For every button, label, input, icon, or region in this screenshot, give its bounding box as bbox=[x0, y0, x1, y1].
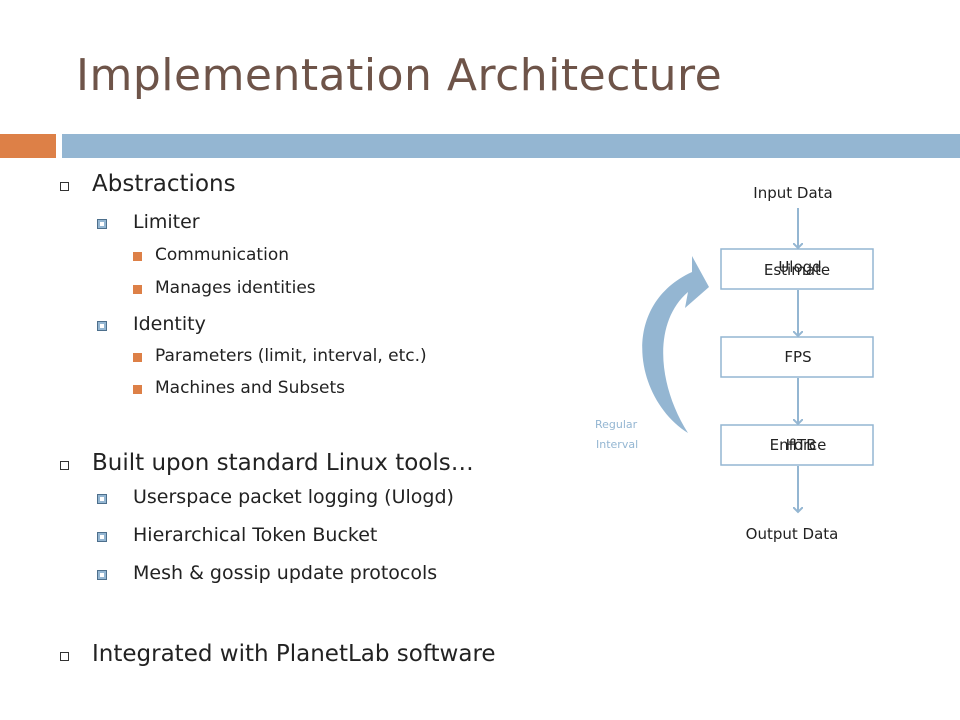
bullet-communication: Communication bbox=[133, 245, 289, 265]
cycle-label-regular: Regular bbox=[595, 418, 638, 431]
bullet-filled-square-icon bbox=[133, 252, 142, 261]
input-data-label: Input Data bbox=[753, 184, 832, 202]
bullet-abstractions: Abstractions bbox=[56, 171, 236, 197]
bullet-planetlab: Integrated with PlanetLab software bbox=[56, 641, 496, 667]
output-data-label: Output Data bbox=[746, 525, 839, 543]
bullet-boxed-square-icon bbox=[97, 219, 107, 229]
stage-3-rect bbox=[720, 424, 874, 466]
bullet-filled-square-icon bbox=[133, 285, 142, 294]
title-divider-bar bbox=[62, 134, 960, 158]
bullet-identity: Identity bbox=[97, 313, 206, 335]
bullet-htb: Hierarchical Token Bucket bbox=[97, 524, 377, 546]
stage-2-label: FPS bbox=[784, 348, 811, 366]
bullet-boxed-square-icon bbox=[97, 532, 107, 542]
bullet-filled-square-icon bbox=[133, 353, 142, 362]
cycle-label-interval: Interval bbox=[596, 438, 638, 451]
stage-1-back-label: Estimate bbox=[764, 261, 830, 279]
bullet-mesh-gossip: Mesh & gossip update protocols bbox=[97, 562, 437, 584]
bullet-parameters: Parameters (limit, interval, etc.) bbox=[133, 346, 427, 366]
bullet-boxed-square-icon bbox=[97, 570, 107, 580]
stage-3-back-label: Enforce bbox=[770, 436, 827, 454]
title-accent-bar bbox=[0, 134, 56, 158]
bullet-ulogd: Userspace packet logging (Ulogd) bbox=[97, 486, 454, 508]
stage-3-front-label: HTB bbox=[786, 436, 817, 454]
stage-1-front-label: Ulogd bbox=[778, 258, 821, 276]
bullet-square-icon bbox=[60, 461, 69, 470]
pipeline-diagram: Input Data Estimate Ulogd FPS Enforce HT… bbox=[595, 184, 874, 543]
bullet-linux-tools: Built upon standard Linux tools… bbox=[56, 450, 474, 476]
stage-box-3: Enforce HTB bbox=[720, 424, 874, 466]
slide-title: Implementation Architecture bbox=[76, 50, 723, 101]
stage-1-rect bbox=[720, 248, 874, 290]
bullet-boxed-square-icon bbox=[97, 321, 107, 331]
bullet-limiter: Limiter bbox=[97, 211, 200, 233]
bullet-boxed-square-icon bbox=[97, 494, 107, 504]
bullet-manages-identities: Manages identities bbox=[133, 278, 316, 298]
bullet-square-icon bbox=[60, 182, 69, 191]
stage-box-1: Estimate Ulogd bbox=[720, 248, 874, 290]
bullet-square-icon bbox=[60, 652, 69, 661]
stage-2-rect bbox=[720, 336, 874, 378]
stage-box-2: FPS bbox=[720, 336, 874, 378]
bullet-machines-subsets: Machines and Subsets bbox=[133, 378, 345, 398]
cycle-arrow-icon bbox=[642, 256, 709, 433]
bullet-filled-square-icon bbox=[133, 385, 142, 394]
